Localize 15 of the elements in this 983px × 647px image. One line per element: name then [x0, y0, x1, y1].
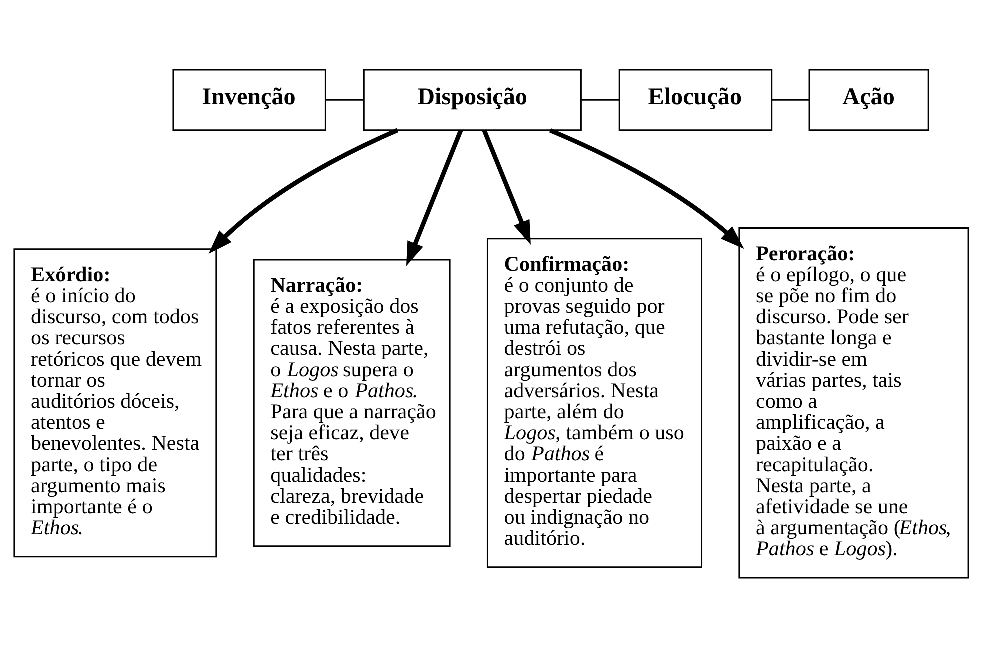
node-box: Ação	[808, 68, 930, 131]
connector	[326, 98, 364, 100]
node-box: Elocução	[618, 68, 773, 131]
arrow	[208, 128, 399, 254]
node-box: Narração: é a exposição dos fatos referentes à causa. Nesta parte, o Logos supera o Ethos e o Pathos. Para que a narração seja eficaz, deve ter três qualidades: clareza, brevidade e credibilidade.	[253, 258, 451, 547]
node-box: Peroração: é o epílogo, o que se põe no fim do discurso. Pode ser bastante longa e dividir-se em várias partes, tais como a amplificação, a paixão e a recapitulação. Nesta parte, a afetividade se une à argumentação (Ethos, Pathos e Logos).	[738, 227, 970, 578]
arrow	[406, 129, 464, 266]
node-box: Exórdio: é o início do discurso, com todos os recursos retóricos que devem tornar os auditórios dóceis, atentos e benevolentes. Nesta parte, o tipo de argumento mais importante é o Ethos.	[14, 248, 218, 558]
node-box: Invenção	[172, 68, 326, 131]
node-box: Disposição	[363, 68, 582, 131]
arrow	[482, 129, 531, 244]
arrow	[549, 128, 744, 249]
node-box: Confirmação: é o conjunto de provas seguido por uma refutação, que destrói os argumentos dos adversários. Nesta parte, além do Logos, também o uso do Pathos é importante para despertar piedade ou indignação no auditório.	[486, 238, 703, 568]
connector	[772, 98, 810, 100]
connector	[582, 98, 620, 100]
